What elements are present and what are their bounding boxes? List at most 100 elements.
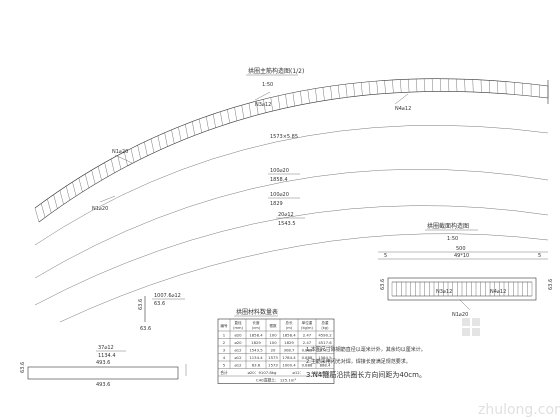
arch-stirrup-tick [47, 198, 52, 214]
section-title: 拱圈截面构造图 [427, 222, 469, 230]
arch-stirrup-tick [124, 151, 128, 166]
section-spacing-dim: 49*10 [454, 253, 469, 259]
table-header-cell: 编号 [220, 323, 228, 328]
stirrup-label-top: 37⌀12 [98, 345, 114, 351]
table-cell: 1 [223, 333, 226, 338]
table-cell: 274.1 [320, 348, 331, 353]
arch-stirrup-tick [322, 87, 325, 101]
table-cell: 5 [223, 363, 226, 368]
arch-stirrup-tick [97, 166, 102, 181]
stirrup-width: 493.6 [96, 360, 110, 366]
hook-bottom: 63.6 [140, 326, 151, 332]
arch-stirrup-tick [464, 79, 466, 92]
hook-height: 63.6 [138, 299, 144, 310]
arch-stirrup-tick [227, 109, 230, 124]
arch-stirrup-tick [263, 99, 266, 113]
table-header-cell: (kg) [321, 326, 329, 330]
table-cell: 4590.2 [318, 333, 332, 338]
table-cells: 编号直径(mm)长度(cm)根数总长(m)单位重(kg/m)总重(kg)1⌀20… [220, 320, 332, 383]
table-cell: 100 [269, 333, 277, 338]
table-header-cell: (cm) [252, 326, 261, 330]
arch-stirrup-tick [144, 141, 148, 156]
arch-inner-line-1 [34, 125, 549, 246]
arch-stirrup-tick [472, 79, 474, 92]
table-cell: 888.4 [320, 363, 331, 368]
arch-stirrup-tick [157, 135, 161, 150]
arch-stirrup-tick [400, 79, 402, 93]
table-cell: 1858.4 [249, 333, 263, 338]
table-border [217, 318, 335, 384]
arch-stirrup-tick [423, 78, 426, 92]
table-header-cell: 直径 [234, 320, 242, 325]
stirrup-label-bot: 1134.4 [98, 353, 116, 359]
arch-stirrup-tick [171, 129, 175, 144]
label-n3-top: N3⌀12 [255, 102, 271, 108]
arch-stirrup-tick [300, 91, 303, 105]
arch-stirrup-tick [407, 79, 410, 93]
table-title: 拱圈材料数量表 [236, 308, 278, 316]
arch-stirrup-tick [40, 203, 46, 218]
table-cell: ⌀20 [234, 333, 242, 338]
section-label-n4: N4⌀12 [490, 289, 506, 295]
n1-bottom-leader [99, 195, 116, 203]
hook-label-bot: 63.6 [154, 301, 165, 307]
section-n1-leader [459, 299, 471, 311]
table-cell: 1573 [268, 355, 278, 360]
section-view: 拱圈截面构造图 1:50 500 5 49*10 5 63.6 63.6 N3⌀… [378, 222, 554, 318]
table-header-cell: 总重 [321, 320, 329, 325]
table-cell: 1134.4 [249, 355, 263, 360]
note-1: 1.本图尺寸除钢筋直径以毫米计外，其余均以厘米计。 [306, 346, 426, 353]
arch-stirrup-tick [85, 173, 89, 189]
n4-leader [394, 93, 409, 105]
label-dim-a: 1573×5.85 [270, 134, 298, 140]
table-cell: 1573 [268, 363, 278, 368]
label-dim-d-top: 20⌀12 [278, 212, 294, 218]
section-height-right: 63.6 [548, 279, 554, 290]
table-cell: 1000.4 [282, 363, 296, 368]
table-cell: ⌀20 [234, 340, 242, 345]
section-label-n1: N1⌀20 [452, 312, 468, 318]
arch-stirrup-tick [307, 89, 310, 104]
arch-stirrup-tick [220, 111, 223, 126]
arch-stirrup-tick [150, 138, 155, 153]
n1-top-leader [114, 154, 133, 164]
arch-stirrup-tick [270, 97, 273, 112]
stirrup-shape [27, 366, 179, 380]
arch-title: 拱圈主筋构造图(1/2) [248, 67, 304, 75]
arch-stirrup-tick [431, 78, 434, 92]
arch-stirrup-tick [198, 118, 202, 133]
arch-stirrup-tick [59, 190, 64, 205]
arch-inner-line-3 [34, 205, 549, 306]
rebar-details: 1007.6⌀12 63.6 63.6 63.6 37⌀12 1134.4 49… [20, 293, 187, 388]
table-header-cell: 总长 [285, 320, 293, 325]
table-header-cell: (m) [286, 326, 293, 330]
table-cell: 0.888 [302, 355, 313, 360]
label-dim-b-bot: 1858.4 [270, 177, 288, 183]
table-summary-cell: ⌀20：9107.8kg [248, 370, 277, 375]
table-header-cell: 根数 [269, 323, 277, 328]
watermark-logo-block-4 [472, 328, 480, 336]
stirrup-height: 63.6 [20, 362, 26, 373]
arch-stirrup-tick [130, 148, 135, 163]
label-n1-top: N1⌀20 [112, 149, 128, 155]
table-header-cell: 单位重 [302, 320, 313, 325]
n3-leader [254, 91, 271, 101]
note-3: 3.N4箍筋沿拱圈长方向间距为40cm。 [306, 370, 426, 379]
arch-stirrup-tick [337, 85, 340, 99]
arch-stirrup-tick [376, 81, 379, 95]
arch-stirrup-tick [415, 78, 418, 92]
label-n1-bottom: N1⌀20 [92, 206, 108, 212]
table-cell: 3 [223, 348, 226, 353]
table-header-cell: (mm) [233, 326, 243, 330]
arch-stirrup-tick [185, 124, 189, 139]
table-cell: 20 [271, 348, 276, 353]
arch-inner-line-4 [59, 233, 549, 323]
arch-stirrup-tick [330, 86, 333, 100]
table-summary-cell: 合计 [220, 370, 228, 375]
table-cell: 100 [269, 340, 277, 345]
arch-stirrup-tick [248, 103, 252, 117]
arch-stirrup-tick [360, 82, 363, 96]
section-edge-left: 5 [384, 253, 387, 259]
section-rebar-ticks [391, 282, 533, 296]
arch-stirrup-tick [191, 121, 196, 136]
